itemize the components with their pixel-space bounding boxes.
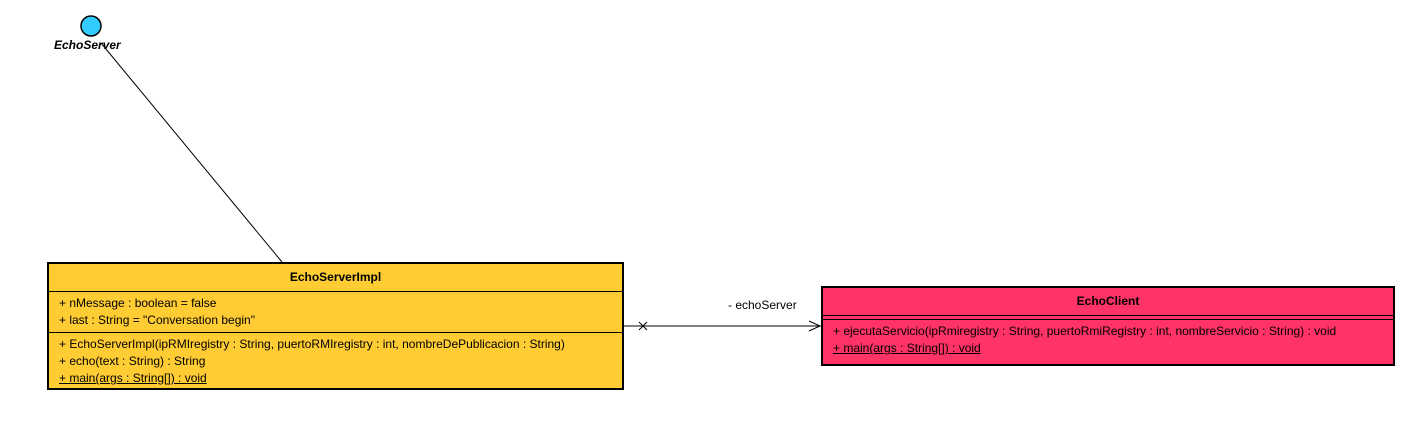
operation-static: + main(args : String[]) : void bbox=[59, 371, 207, 385]
operation: + echo(text : String) : String bbox=[59, 354, 206, 368]
class-name: EchoClient bbox=[823, 288, 1393, 316]
attribute: + nMessage : boolean = false bbox=[59, 296, 217, 310]
operation: + ejecutaServicio(ipRmiregistry : String… bbox=[833, 324, 1337, 338]
interface-lollipop-icon[interactable] bbox=[80, 15, 102, 37]
operation: + EchoServerImpl(ipRMIregistry : String,… bbox=[59, 337, 565, 351]
non-navigable-x-mark bbox=[638, 321, 648, 331]
attribute: + last : String = "Conversation begin" bbox=[59, 313, 255, 327]
association-role-label: - echoServer bbox=[728, 298, 797, 312]
interface-name: EchoServer bbox=[54, 38, 121, 52]
attributes-section bbox=[823, 316, 1393, 320]
class-echoclient[interactable]: EchoClient + ejecutaServicio(ipRmiregist… bbox=[821, 286, 1395, 366]
operation-static: + main(args : String[]) : void bbox=[833, 341, 981, 355]
realization-line bbox=[100, 42, 283, 263]
class-name: EchoServerImpl bbox=[49, 264, 622, 292]
attributes-section: + nMessage : boolean = false + last : St… bbox=[49, 292, 622, 333]
operations-section: + ejecutaServicio(ipRmiregistry : String… bbox=[823, 320, 1393, 360]
association-arrowhead bbox=[808, 320, 822, 332]
operations-section: + EchoServerImpl(ipRMIregistry : String,… bbox=[49, 333, 622, 390]
class-echoserverimpl[interactable]: EchoServerImpl + nMessage : boolean = fa… bbox=[47, 262, 624, 390]
